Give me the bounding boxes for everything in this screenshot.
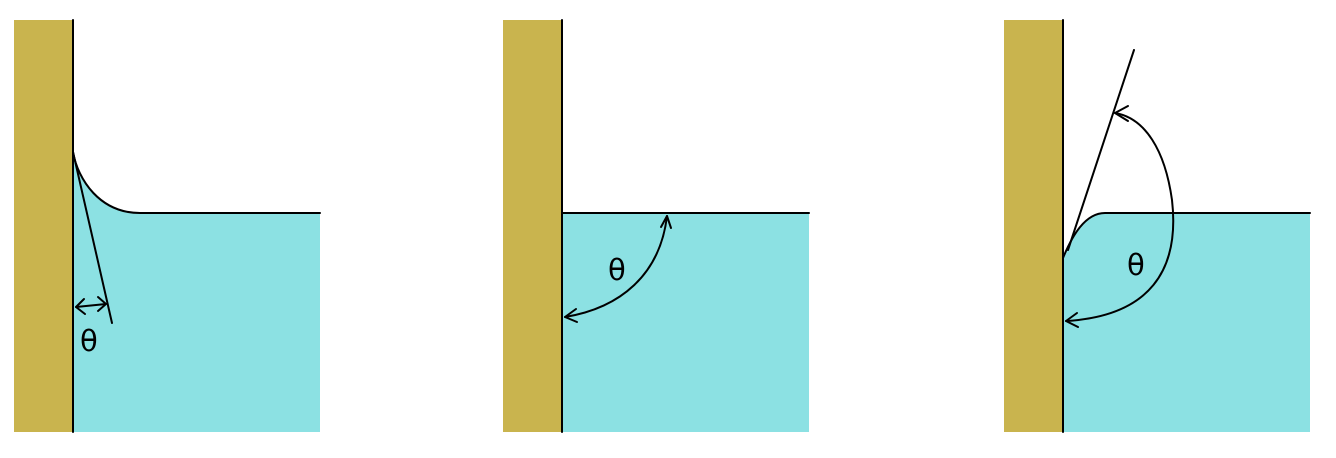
liquid	[562, 213, 809, 432]
liquid	[73, 152, 320, 432]
tangent-line	[72, 151, 113, 324]
liquid-surface-line	[1062, 212, 1311, 259]
angle-arc	[75, 303, 107, 308]
arrowhead-wall-side	[75, 298, 86, 315]
wall	[1004, 20, 1063, 432]
arrowhead-wall-side	[1065, 312, 1079, 328]
arrowhead-tangent-side	[1114, 105, 1129, 122]
panel-2: θ	[503, 19, 810, 433]
wall	[503, 20, 562, 432]
liquid-surface-line	[72, 151, 321, 214]
arrowhead-wall-side	[564, 308, 578, 323]
theta-label: θ	[80, 324, 98, 358]
arrowhead-tangent-side	[97, 296, 107, 312]
liquid	[1063, 213, 1310, 432]
theta-label: θ	[608, 253, 626, 287]
tangent-line	[1067, 49, 1135, 251]
theta-label: θ	[1127, 248, 1145, 282]
angle-arc	[1065, 112, 1175, 322]
panel-1: θ	[14, 19, 321, 433]
arrowhead-surface-side	[660, 215, 672, 229]
wall	[14, 20, 73, 432]
angle-arc	[564, 215, 668, 318]
panel-3: θ	[1004, 19, 1311, 433]
